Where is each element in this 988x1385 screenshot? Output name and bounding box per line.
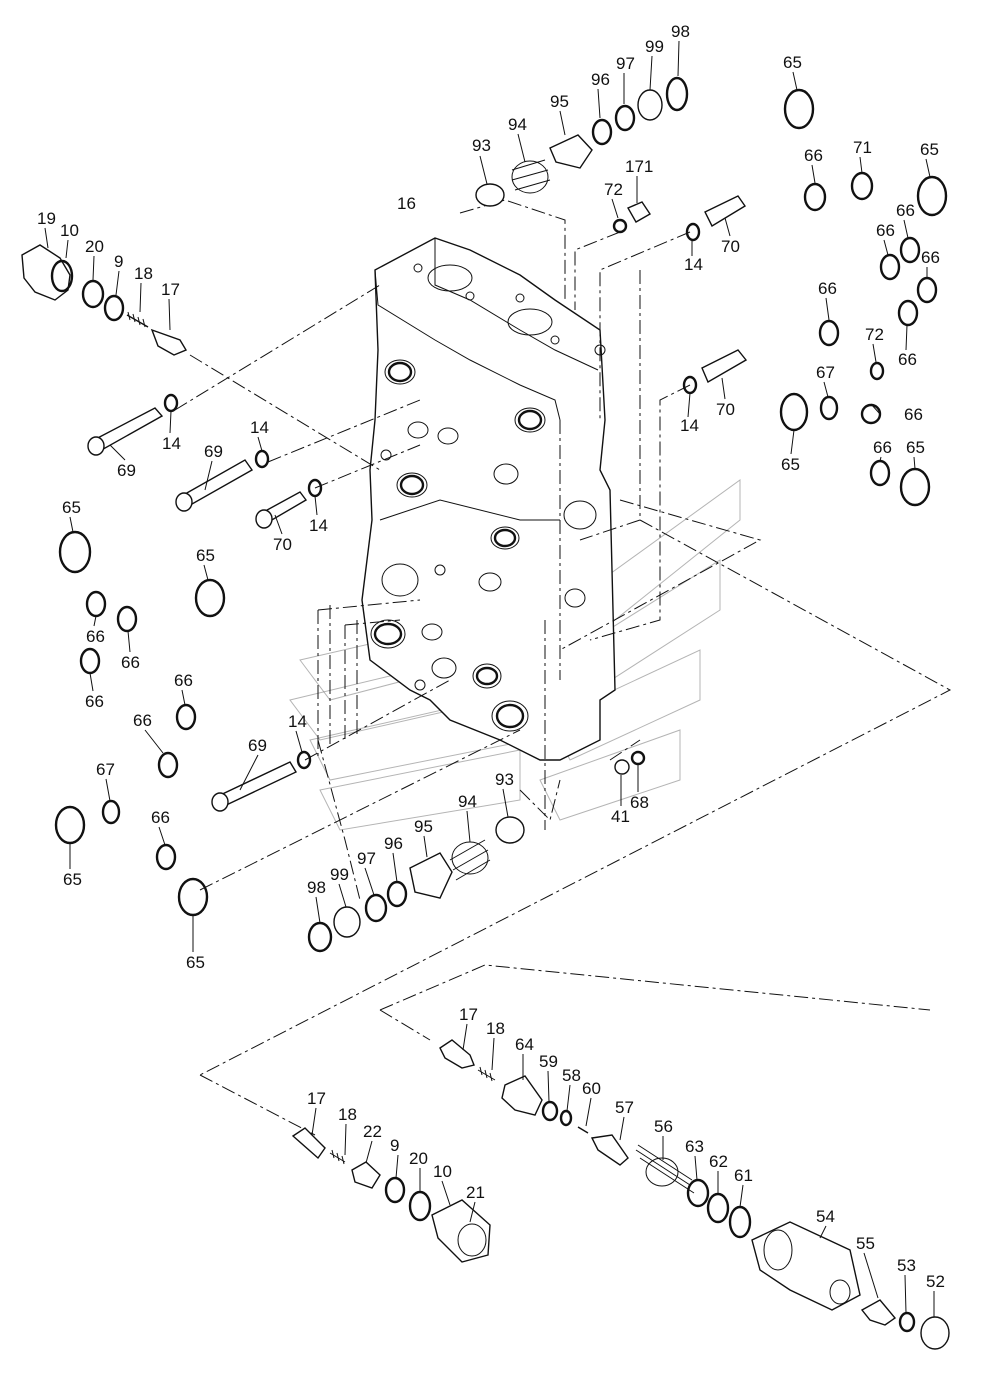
part-labels: 19 10 20 9 18 17 16 93 94 95 96 97 99 98…	[37, 22, 945, 1291]
part-label-61: 61	[734, 1166, 753, 1185]
part-label-65: 65	[920, 140, 939, 159]
part-label-41: 41	[611, 807, 630, 826]
part-label-66: 66	[818, 279, 837, 298]
part-label-93: 93	[472, 136, 491, 155]
part-label-9: 9	[114, 252, 123, 271]
top-spool-group	[475, 76, 748, 395]
part-label-18: 18	[338, 1105, 357, 1124]
part-label-20: 20	[409, 1149, 428, 1168]
part-label-66: 66	[873, 438, 892, 457]
part-label-66: 66	[133, 711, 152, 730]
part-label-65: 65	[196, 546, 215, 565]
part-label-67: 67	[96, 760, 115, 779]
part-label-71: 71	[853, 138, 872, 157]
part-label-65: 65	[906, 438, 925, 457]
part-label-9: 9	[390, 1136, 399, 1155]
part-label-70: 70	[273, 535, 292, 554]
bolts-left	[87, 393, 323, 812]
part-label-14: 14	[288, 712, 307, 731]
part-label-60: 60	[582, 1079, 601, 1098]
part-label-17: 17	[161, 280, 180, 299]
part-label-56: 56	[654, 1117, 673, 1136]
part-label-62: 62	[709, 1152, 728, 1171]
part-label-14: 14	[680, 416, 699, 435]
part-label-66: 66	[151, 808, 170, 827]
top-left-plug-group	[21, 244, 188, 356]
part-label-58: 58	[562, 1066, 581, 1085]
bottom-left-plug-group	[291, 1127, 491, 1263]
part-label-14: 14	[250, 418, 269, 437]
part-label-66: 66	[86, 627, 105, 646]
part-label-66: 66	[804, 146, 823, 165]
part-label-65: 65	[63, 870, 82, 889]
part-label-69: 69	[204, 442, 223, 461]
part-label-94: 94	[508, 115, 527, 134]
part-label-68: 68	[630, 793, 649, 812]
part-label-54: 54	[816, 1207, 835, 1226]
valve-body	[361, 237, 616, 761]
part-label-65: 65	[62, 498, 81, 517]
part-label-98: 98	[671, 22, 690, 41]
part-label-93: 93	[495, 770, 514, 789]
part-label-14: 14	[309, 516, 328, 535]
part-label-70: 70	[716, 400, 735, 419]
part-label-171: 171	[625, 157, 653, 176]
lower-spool-group	[307, 750, 646, 953]
relief-valve-group	[439, 1039, 950, 1350]
part-label-53: 53	[897, 1256, 916, 1275]
part-label-16: 16	[397, 194, 416, 213]
part-label-99: 99	[330, 865, 349, 884]
part-label-66: 66	[896, 201, 915, 220]
part-label-21: 21	[466, 1183, 485, 1202]
part-label-18: 18	[486, 1019, 505, 1038]
part-label-66: 66	[904, 405, 923, 424]
part-label-72: 72	[604, 180, 623, 199]
part-label-19: 19	[37, 209, 56, 228]
part-label-95: 95	[414, 817, 433, 836]
part-label-14: 14	[162, 434, 181, 453]
part-label-63: 63	[685, 1137, 704, 1156]
part-label-99: 99	[645, 37, 664, 56]
part-label-59: 59	[539, 1052, 558, 1071]
part-label-95: 95	[550, 92, 569, 111]
part-label-94: 94	[458, 792, 477, 811]
part-label-20: 20	[85, 237, 104, 256]
label-leaders	[44, 40, 935, 1317]
part-label-98: 98	[307, 878, 326, 897]
part-label-57: 57	[615, 1098, 634, 1117]
part-label-10: 10	[433, 1162, 452, 1181]
part-label-97: 97	[357, 849, 376, 868]
part-label-18: 18	[134, 264, 153, 283]
part-label-22: 22	[363, 1122, 382, 1141]
part-label-65: 65	[186, 953, 205, 972]
part-label-10: 10	[60, 221, 79, 240]
part-label-17: 17	[307, 1089, 326, 1108]
part-label-67: 67	[816, 363, 835, 382]
part-label-52: 52	[926, 1272, 945, 1291]
part-label-66: 66	[876, 221, 895, 240]
part-label-66: 66	[121, 653, 140, 672]
part-label-96: 96	[591, 70, 610, 89]
part-label-69: 69	[117, 461, 136, 480]
part-label-64: 64	[515, 1035, 534, 1054]
left-orings	[54, 530, 226, 917]
part-label-72: 72	[865, 325, 884, 344]
part-label-66: 66	[898, 350, 917, 369]
part-label-65: 65	[781, 455, 800, 474]
part-label-97: 97	[616, 54, 635, 73]
part-label-14: 14	[684, 255, 703, 274]
part-label-69: 69	[248, 736, 267, 755]
part-label-70: 70	[721, 237, 740, 256]
part-label-65: 65	[783, 53, 802, 72]
leader-lines	[174, 199, 952, 1136]
part-label-66: 66	[85, 692, 104, 711]
part-label-66: 66	[921, 248, 940, 267]
part-label-96: 96	[384, 834, 403, 853]
part-label-17: 17	[459, 1005, 478, 1024]
part-label-66: 66	[174, 671, 193, 690]
part-label-55: 55	[856, 1234, 875, 1253]
